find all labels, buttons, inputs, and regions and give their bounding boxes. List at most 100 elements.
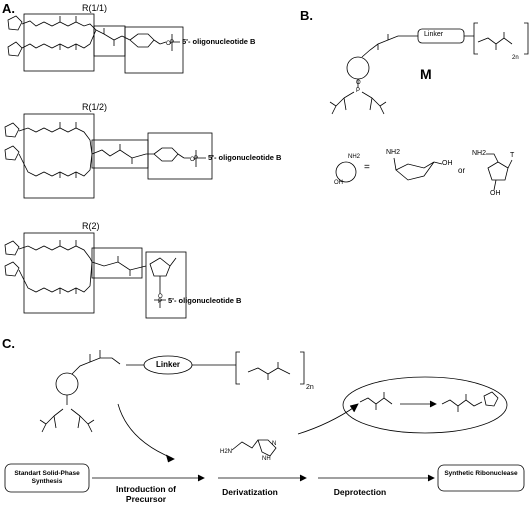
b-t-furanose: T — [510, 152, 515, 159]
b-oh-furanose: OH — [490, 190, 501, 197]
panel-c-scheme — [4, 350, 525, 493]
c-step-start: Standart Solid-Phase Synthesis — [14, 470, 80, 485]
svg-text:P: P — [170, 40, 174, 46]
c-curved-arrow-1-head — [165, 454, 175, 463]
svg-text:P: P — [356, 88, 360, 94]
c-start-box — [4, 463, 90, 493]
r2-carbonyls — [59, 240, 131, 294]
structure-r11: O P — [7, 13, 184, 74]
b-bracket-left — [473, 22, 478, 55]
c-curved-arrow-2 — [297, 405, 357, 435]
c-phosphoramidite — [39, 395, 95, 433]
c-ellipse-arrowhead — [429, 400, 437, 408]
b-nh2-generic: NH2 — [348, 154, 361, 160]
b-compound-label: M — [420, 66, 432, 82]
r11-linker-chain — [95, 29, 123, 41]
r2-box-macrocycle — [23, 232, 95, 314]
svg-text:P: P — [194, 156, 198, 162]
c-flow-arrow-2-head — [299, 474, 307, 482]
b-ester — [477, 32, 513, 50]
r2-box-sugar — [145, 251, 187, 319]
c-h2n-label: H2N — [220, 449, 233, 455]
r2-furanose — [149, 257, 177, 288]
r12-phosphate — [184, 150, 206, 167]
b-cyclohexane — [393, 157, 443, 181]
svg-text:O: O — [356, 80, 361, 86]
c-ellipse-right-chain — [441, 394, 483, 412]
svg-text:P: P — [158, 299, 162, 305]
c-step-deprotection: Deprotection — [333, 487, 387, 497]
c-oxalyl-chain — [71, 350, 121, 375]
r11-cyclohexane — [121, 33, 161, 48]
panel-b-structure: O P — [329, 22, 529, 191]
panel-a-label: A. — [2, 1, 15, 16]
c-deprotection-ellipse — [342, 376, 508, 434]
b-phosphoramidite — [329, 79, 387, 115]
r12-box-cyclohexyl — [147, 132, 213, 180]
c-bracket-right — [300, 351, 305, 385]
r12-linker-chain — [91, 149, 147, 159]
c-imidazole-n: N — [272, 441, 277, 447]
r2-imidazole-top — [4, 240, 20, 256]
r12-carbonyls — [59, 122, 133, 178]
panel-b-label: B. — [300, 8, 313, 23]
b-furanose — [486, 153, 513, 191]
c-ester — [247, 362, 291, 380]
c-bracket-left — [235, 351, 240, 385]
c-imidazole-nh: NH — [262, 456, 271, 462]
b-nh2-cyclohexane: NH2 — [386, 149, 401, 156]
r11-imidazole-top — [7, 15, 23, 31]
r12-imidazole-top — [4, 122, 20, 138]
c-product-box — [437, 464, 525, 492]
r12-label: R(1/2) — [82, 102, 108, 112]
c-curved-arrow-2-head — [349, 403, 359, 413]
r11-box-cyclohexyl — [124, 26, 184, 74]
r11-oligo-label: 5'- oligonucleotide B — [182, 37, 256, 46]
r2-linker-chain — [91, 261, 147, 271]
r11-imidazole-bottom — [7, 41, 23, 57]
b-equals: = — [364, 162, 370, 173]
b-oh-generic: OH — [334, 180, 343, 186]
c-flow-arrow-3-head — [427, 474, 435, 482]
c-ellipse-imidazole — [483, 391, 499, 407]
r2-oligo-label: 5'- oligonucleotide B — [168, 296, 242, 305]
structure-r12: O P — [4, 113, 213, 199]
c-cyclic-scaffold — [55, 372, 79, 396]
c-histamine — [231, 439, 277, 457]
r12-box-macrocycle — [23, 113, 95, 199]
r11-carbonyls — [59, 16, 115, 50]
b-generic-ring — [335, 161, 357, 183]
b-linker-label: Linker — [424, 31, 444, 38]
r12-oligo-label: 5'- oligonucleotide B — [208, 153, 282, 162]
c-ellipse-left-chain — [359, 392, 393, 410]
c-step-derivatization: Derivatization — [222, 487, 278, 497]
b-nh2-furanose: NH2 — [472, 150, 487, 157]
panel-c-label: C. — [2, 336, 15, 351]
r2-label: R(2) — [82, 221, 100, 231]
c-flow-arrow-1-head — [197, 474, 205, 482]
c-linker-label: Linker — [156, 360, 181, 369]
r2-macrocycle-chain — [18, 245, 93, 293]
r11-macrocycle-chain — [21, 20, 97, 49]
r11-box-linker — [93, 25, 126, 57]
structure-r2: O P — [4, 232, 187, 319]
r11-label: R(1/1) — [82, 3, 108, 13]
b-oxalyl-chain — [361, 34, 408, 58]
c-subscript: 2n — [306, 384, 314, 391]
b-subscript: 2n — [512, 55, 519, 61]
r12-imidazole-bottom — [4, 145, 20, 161]
b-cyclic-scaffold — [346, 56, 370, 80]
svg-text:O: O — [166, 41, 171, 47]
c-step-product: Synthetic Ribonuclease — [444, 470, 518, 477]
b-bracket-right — [524, 22, 529, 55]
r11-phosphate — [159, 34, 180, 51]
c-step-introduction: Introduction of Precursor — [116, 484, 176, 504]
c-curved-arrow-1 — [117, 403, 173, 459]
r2-phosphate — [154, 288, 166, 308]
r12-cyclohexane — [146, 147, 185, 162]
b-or: or — [458, 166, 466, 175]
r2-box-linker — [91, 247, 143, 279]
svg-text:O: O — [190, 157, 195, 163]
b-oh-cyclohexane: OH — [442, 160, 453, 167]
